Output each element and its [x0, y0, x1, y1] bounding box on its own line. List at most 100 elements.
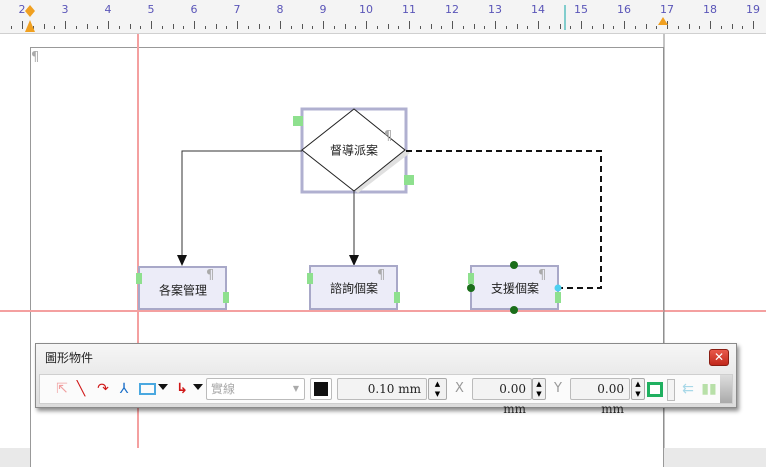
ruler-tick: [462, 26, 464, 29]
ruler-tick: [269, 26, 271, 29]
ruler-tick: [194, 21, 195, 29]
y-label: Y: [554, 381, 562, 396]
ruler-tick: [280, 21, 281, 29]
ruler-tick: [11, 26, 13, 29]
right-indent-marker[interactable]: [658, 17, 668, 25]
stepper-up-icon[interactable]: ▲: [635, 380, 641, 388]
connector-tool-icon[interactable]: ↳: [176, 381, 188, 397]
ruler-tick: [720, 26, 722, 29]
process-box-support[interactable]: [470, 265, 559, 310]
resize-handle[interactable]: [394, 292, 400, 303]
ruler-tick: [753, 21, 754, 29]
stepper-down-icon[interactable]: ▼: [635, 390, 641, 398]
line-width-input[interactable]: 0.10 mm: [337, 378, 427, 400]
process-box-consultation[interactable]: [309, 265, 398, 310]
ruler-tick: [613, 26, 615, 29]
ruler-number: 7: [233, 3, 241, 16]
flowchart-canvas: [0, 5, 766, 448]
resize-handle[interactable]: [307, 273, 313, 284]
ruler-tick: [75, 26, 77, 29]
distribute-icon[interactable]: ▮▮: [701, 381, 717, 397]
ruler-tick: [258, 24, 260, 29]
resize-handle[interactable]: [555, 292, 561, 303]
left-indent-marker[interactable]: [25, 20, 35, 32]
ruler-tick: [527, 26, 529, 29]
rectangle-tool-icon[interactable]: [139, 383, 156, 395]
ruler-tick: [656, 26, 658, 29]
ruler-number: 14: [531, 3, 545, 16]
resize-handle[interactable]: [136, 273, 142, 284]
ruler-number: 4: [104, 3, 112, 16]
process-box-case-management[interactable]: [138, 266, 227, 310]
curve-tool-icon[interactable]: ↷: [97, 381, 109, 397]
select-arrow-icon[interactable]: ⇱: [56, 381, 68, 397]
freeform-tool-icon[interactable]: ⅄: [119, 381, 129, 397]
ruler-tick: [688, 24, 690, 29]
line-style-select[interactable]: 實線▼: [206, 378, 305, 400]
align-icon[interactable]: ⇇: [682, 381, 694, 397]
line-color-button[interactable]: [310, 378, 332, 400]
ruler-tick: [312, 26, 314, 29]
ruler-tick: [226, 26, 228, 29]
x-position-input[interactable]: 0.00 mm: [472, 378, 532, 416]
shape-dropdown-icon[interactable]: [158, 384, 168, 390]
chevron-down-icon: ▼: [292, 384, 299, 393]
ruler-tick: [247, 26, 249, 29]
connection-point[interactable]: [467, 284, 475, 292]
ruler-tick: [151, 21, 152, 29]
line-width-stepper[interactable]: ▲▼: [428, 378, 447, 400]
ruler-tick: [366, 21, 367, 29]
dashed-connector-line[interactable]: [406, 150, 602, 289]
ruler-tick: [140, 26, 142, 29]
toolbar-options-grip[interactable]: [720, 375, 732, 403]
ruler-tick: [65, 21, 66, 29]
resize-handle[interactable]: [223, 292, 229, 303]
ruler-tick: [333, 26, 335, 29]
connection-point[interactable]: [510, 306, 518, 314]
ruler-number: 17: [660, 3, 674, 16]
ruler-tick: [32, 26, 34, 29]
connection-point-active[interactable]: [554, 284, 562, 292]
resize-handle[interactable]: [404, 175, 414, 185]
connection-point[interactable]: [510, 261, 518, 269]
ruler-tick: [161, 26, 163, 29]
paragraph-mark: ¶: [384, 129, 393, 144]
ruler-tick: [484, 26, 486, 29]
connector-line[interactable]: [181, 150, 302, 256]
ruler-tick: [172, 24, 174, 29]
ruler-tick: [441, 26, 443, 29]
stepper-up-icon[interactable]: ▲: [536, 380, 542, 388]
line-tool-icon[interactable]: ╲: [76, 381, 86, 397]
arrowhead-icon: [177, 255, 187, 266]
paragraph-mark: ¶: [31, 50, 40, 65]
node-label: 各案管理: [158, 283, 208, 298]
ruler-tick: [677, 26, 679, 29]
ruler-number: 6: [190, 3, 198, 16]
ruler-tick: [129, 24, 131, 29]
x-position-stepper[interactable]: ▲▼: [532, 378, 546, 400]
arrowhead-icon: [349, 255, 359, 266]
connector-dropdown-icon[interactable]: [193, 384, 203, 390]
ruler-tick: [645, 24, 647, 29]
ruler-tick: [398, 26, 400, 29]
ruler-tick: [108, 21, 109, 29]
first-line-indent-marker[interactable]: [25, 5, 35, 17]
stepper-down-icon[interactable]: ▼: [434, 390, 441, 398]
ruler-tick: [323, 21, 324, 29]
fit-size-icon[interactable]: [647, 382, 663, 397]
y-position-input[interactable]: 0.00 mm: [570, 378, 630, 416]
stepper-down-icon[interactable]: ▼: [536, 390, 542, 398]
ruler-tick: [634, 26, 636, 29]
ruler-tick: [376, 26, 378, 29]
ruler-tick: [505, 26, 507, 29]
ruler-tick: [409, 21, 410, 29]
close-button[interactable]: ✕: [709, 349, 729, 366]
resize-handle[interactable]: [468, 273, 474, 284]
ruler-number: 19: [746, 3, 760, 16]
paragraph-mark: ¶: [377, 268, 386, 283]
y-position-stepper[interactable]: ▲▼: [631, 378, 645, 400]
stepper-up-icon[interactable]: ▲: [434, 380, 441, 388]
ruler-tick: [742, 26, 744, 29]
resize-handle[interactable]: [293, 116, 303, 126]
